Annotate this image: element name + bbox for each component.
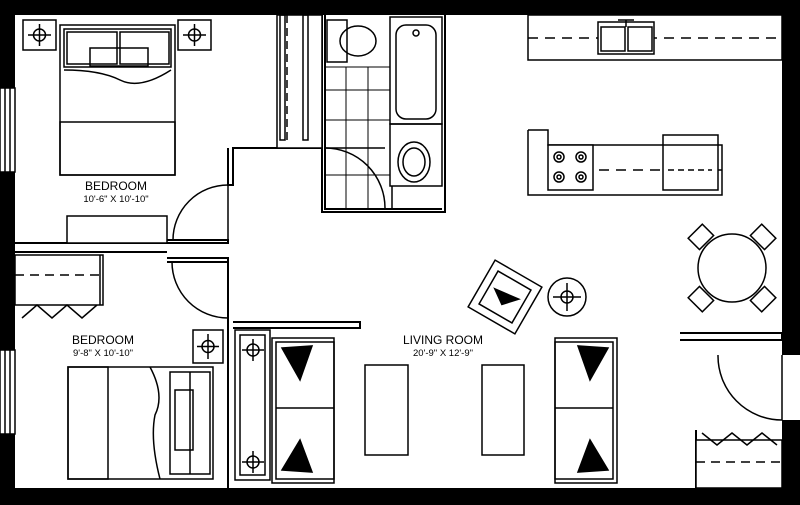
bedroom-1-dimensions: 10'-6" X 10'-10" <box>83 194 148 205</box>
media-console <box>234 329 271 481</box>
bathroom-door <box>324 147 386 209</box>
bed-bedroom-1 <box>59 24 176 176</box>
kitchen-counter-upper <box>527 14 783 61</box>
bedroom-2-label: BEDROOM <box>72 333 134 347</box>
window-left-upper <box>0 87 16 173</box>
side-table <box>547 277 587 317</box>
dining-table <box>687 223 777 313</box>
interior-walls <box>15 15 783 488</box>
living-room-dimensions: 20'-9" X 12'-9" <box>413 348 473 359</box>
coffee-table-left <box>364 364 409 456</box>
refrigerator <box>662 144 719 191</box>
window-left-lower <box>0 349 16 435</box>
stove-range <box>547 144 594 191</box>
entry-door <box>717 354 783 421</box>
living-room-label: LIVING ROOM <box>403 333 483 347</box>
entry-closet <box>695 432 783 489</box>
sofa-right <box>554 337 618 484</box>
bedroom-2-dimensions: 9'-8" X 10'-10" <box>73 348 133 359</box>
armchair <box>467 259 543 335</box>
bedroom-2-closet <box>14 254 104 319</box>
nightstand-right-bedroom-1 <box>177 19 212 51</box>
dresser-bedroom-1 <box>66 215 168 244</box>
bathroom-vanity-sink <box>389 123 443 209</box>
bed-bedroom-2 <box>67 366 214 480</box>
bedroom-2-door <box>171 261 229 319</box>
coffee-table-right <box>481 364 525 456</box>
bedroom-1-closet <box>276 14 323 149</box>
nightstand-bedroom-2 <box>192 329 224 364</box>
bedroom-1-door <box>172 184 229 241</box>
nightstand-left-bedroom-1 <box>22 19 57 51</box>
bathroom-floor-tiles <box>325 66 390 209</box>
bedroom-1-label: BEDROOM <box>85 179 147 193</box>
sofa-left <box>271 337 335 484</box>
toilet <box>326 19 377 63</box>
